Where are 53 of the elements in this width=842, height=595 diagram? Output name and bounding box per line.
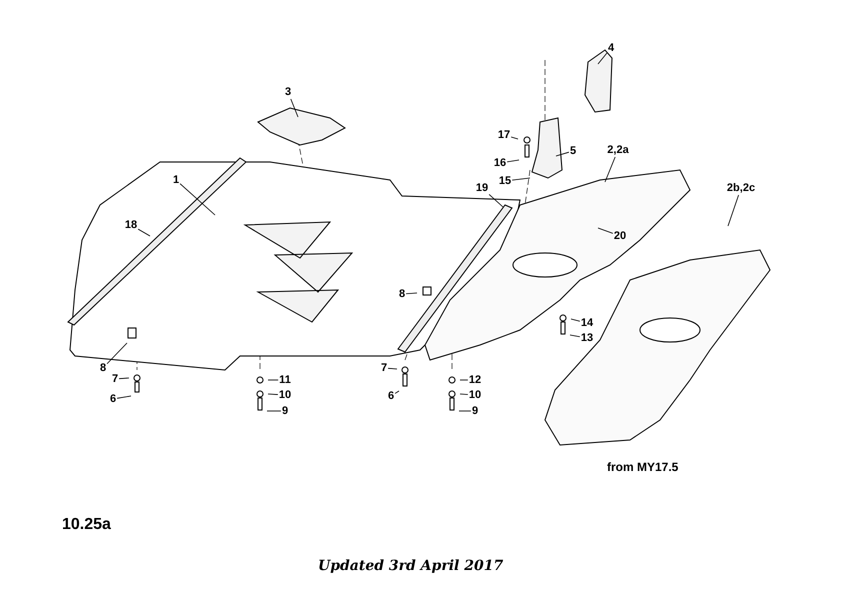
update-note: Updated 3rd April 2017 xyxy=(318,558,504,574)
callout-number: 12 xyxy=(468,374,482,386)
leader-line xyxy=(506,160,520,162)
callout-number: 3 xyxy=(284,86,292,98)
leader-line xyxy=(290,98,298,118)
leader-line xyxy=(138,228,150,236)
leader-line xyxy=(266,410,282,412)
leader-line xyxy=(598,52,608,64)
leader-line xyxy=(106,342,128,364)
callout-number: 18 xyxy=(124,219,138,231)
callout-number: 6 xyxy=(388,390,394,402)
leader-line xyxy=(460,394,468,395)
leader-line xyxy=(180,183,216,216)
callout-number: 7 xyxy=(380,362,388,374)
callout-number: 2,2a xyxy=(607,144,629,156)
leader-line xyxy=(406,292,418,294)
leader-line xyxy=(728,194,739,226)
callout-number: 5 xyxy=(570,145,576,157)
leader-line xyxy=(598,228,614,234)
callout-number: 17 xyxy=(498,129,510,141)
callout-number: 14 xyxy=(580,317,594,329)
leader-line xyxy=(394,390,400,394)
callout-number: 9 xyxy=(282,405,288,417)
callout-number: 1 xyxy=(172,174,180,186)
leader-line xyxy=(570,318,580,322)
leader-line xyxy=(570,334,580,338)
leader-line xyxy=(116,396,132,399)
callout-number: 10 xyxy=(468,389,482,401)
callout-number: 8 xyxy=(100,362,106,374)
callout-number: 20 xyxy=(614,230,626,242)
callout-number: 15 xyxy=(498,175,512,187)
callout-number: 8 xyxy=(398,288,406,300)
callout-number: 19 xyxy=(476,182,488,194)
callout-number: 9 xyxy=(472,405,478,417)
leader-line xyxy=(388,368,398,370)
callout-number: 13 xyxy=(580,332,594,344)
callout-number: 6 xyxy=(110,393,116,405)
leader-line xyxy=(512,178,530,181)
callout-number: 7 xyxy=(112,373,118,385)
note: from MY17.5 xyxy=(607,460,678,474)
callout-number: 2b,2c xyxy=(726,182,756,194)
callout-number: 11 xyxy=(279,374,291,386)
leader-line xyxy=(510,136,518,140)
leader-line xyxy=(268,394,278,395)
leader-line xyxy=(488,194,504,208)
callout-number: 16 xyxy=(494,157,506,169)
leader-line xyxy=(458,410,472,412)
leader-line xyxy=(556,152,570,156)
leader-line xyxy=(604,156,616,182)
callout-number: 4 xyxy=(608,42,614,54)
leader-line xyxy=(118,378,130,380)
figure-number: 10.25a xyxy=(62,516,111,534)
callout-number: 10 xyxy=(278,389,292,401)
